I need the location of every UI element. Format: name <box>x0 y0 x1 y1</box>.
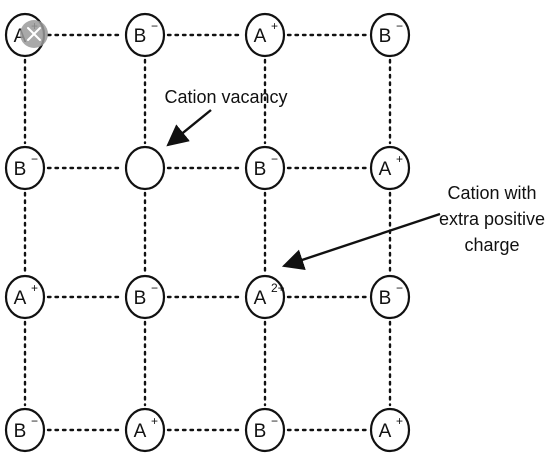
lattice-ion: A+ <box>369 145 411 191</box>
ion-circle <box>244 145 286 191</box>
extra-charge-label-line-2: extra positive <box>439 209 545 229</box>
ion-circle <box>244 407 286 453</box>
ion-circle <box>4 407 46 453</box>
ion-charge: + <box>271 19 278 33</box>
ion-circle <box>4 274 46 320</box>
ion-circle <box>124 145 166 191</box>
ion-charge: − <box>151 19 158 33</box>
lattice-ions: A+B−A+B−B−B−A+A+B−A2+B−B−A+B−A+ <box>4 12 411 453</box>
ion-charge: − <box>396 281 403 295</box>
ion-circle <box>369 145 411 191</box>
ion-circle <box>369 12 411 58</box>
lattice-ion: A+ <box>4 274 46 320</box>
cation-vacancy <box>124 145 166 191</box>
ion-charge: + <box>396 414 403 428</box>
ion-circle <box>124 12 166 58</box>
ion-circle <box>369 274 411 320</box>
ion-circle <box>4 145 46 191</box>
lattice-ion: A 2+ <box>244 274 286 320</box>
extra-charge-arrow <box>281 212 441 271</box>
ion-symbol: A <box>254 26 267 47</box>
ion-circle <box>244 274 286 320</box>
vacancy-annotation: Cation vacancy <box>164 87 288 147</box>
lattice-ion: B− <box>369 12 411 58</box>
ion-charge: − <box>151 281 158 295</box>
ion-charge: + <box>396 152 403 166</box>
lattice-ion: B− <box>124 12 166 58</box>
ion-symbol: B <box>134 288 147 309</box>
lattice-ion: B− <box>124 274 166 320</box>
ion-charge: − <box>31 152 38 166</box>
ion-symbol: B <box>379 26 392 47</box>
ion-symbol: B <box>379 288 392 309</box>
ion-symbol: A <box>379 159 392 180</box>
ion-circle <box>369 407 411 453</box>
close-icon[interactable] <box>20 20 48 48</box>
ion-symbol: A <box>134 421 147 442</box>
ion-charge: − <box>396 19 403 33</box>
ion-charge: − <box>31 414 38 428</box>
ion-circle <box>124 407 166 453</box>
ion-circle <box>244 12 286 58</box>
lattice-ion: B− <box>4 145 46 191</box>
vacancy-label: Cation vacancy <box>164 87 287 107</box>
lattice-lines <box>23 33 392 432</box>
extra-charge-label-line-1: Cation with <box>447 183 536 203</box>
ion-charge: − <box>271 152 278 166</box>
ion-symbol: B <box>14 159 27 180</box>
lattice-ion: B− <box>244 407 286 453</box>
vacancy-arrow <box>166 109 212 147</box>
lattice-ion: A+ <box>124 407 166 453</box>
ion-charge: 2+ <box>271 281 285 295</box>
ion-charge: + <box>151 414 158 428</box>
ion-symbol: A <box>14 288 27 309</box>
lattice-ion: B− <box>369 274 411 320</box>
ion-charge: − <box>271 414 278 428</box>
extra-charge-label-line-3: charge <box>464 235 519 255</box>
ion-symbol: B <box>254 421 267 442</box>
lattice-ion: A+ <box>369 407 411 453</box>
ion-circle <box>124 274 166 320</box>
extra-charge-annotation: Cation with extra positive charge <box>281 183 545 271</box>
lattice-ion: A+ <box>244 12 286 58</box>
ion-symbol: B <box>254 159 267 180</box>
ion-charge: + <box>31 281 38 295</box>
ion-symbol: B <box>14 421 27 442</box>
ion-symbol: B <box>134 26 147 47</box>
ion-symbol: A <box>254 288 267 309</box>
ion-symbol: A <box>379 421 392 442</box>
lattice-ion: B− <box>244 145 286 191</box>
lattice-ion: B− <box>4 407 46 453</box>
